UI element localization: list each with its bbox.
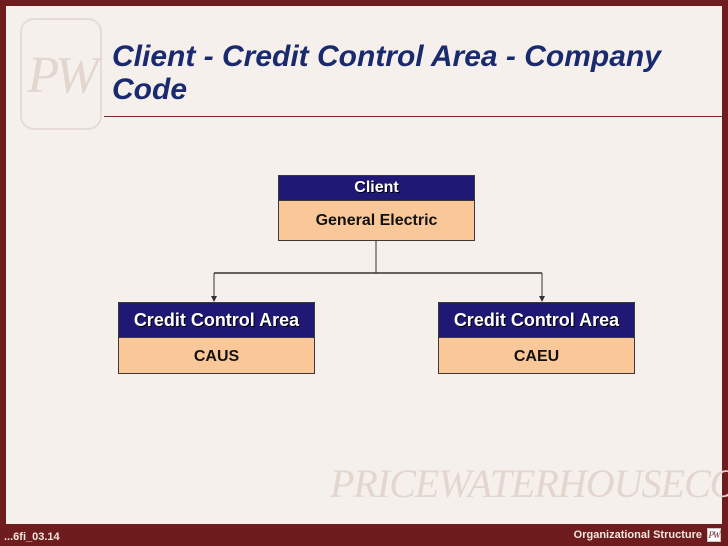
slide-code: ...6fi_03.14 — [4, 531, 60, 543]
slide-canvas — [6, 6, 722, 524]
credit-control-area-value: CAEU — [513, 348, 560, 365]
arrowhead-caeu — [539, 296, 545, 302]
footer-section-label: Organizational Structure — [573, 529, 702, 541]
client-box-heading: Client — [279, 176, 474, 201]
credit-control-area-box-caus: Credit Control Area CAUS — [118, 302, 315, 374]
credit-control-area-heading: Credit Control Area — [119, 303, 314, 338]
credit-control-area-box-caeu: Credit Control Area CAEU — [438, 302, 635, 374]
credit-control-area-heading: Credit Control Area — [439, 303, 634, 338]
client-box-value: General Electric — [315, 212, 438, 229]
pwc-wordmark-watermark: PRICEWATERHOUSECOOPERS — [330, 461, 728, 506]
client-box: Client General Electric — [278, 175, 475, 241]
credit-control-area-value: CAUS — [193, 348, 240, 365]
footer-logo-icon: PW — [707, 528, 721, 542]
title-rule — [104, 116, 722, 117]
slide-title: Client - Credit Control Area - Company C… — [112, 40, 661, 106]
arrowhead-caus — [211, 296, 217, 302]
logo-watermark: PW — [20, 18, 102, 130]
logo-monogram: PW — [27, 47, 98, 104]
